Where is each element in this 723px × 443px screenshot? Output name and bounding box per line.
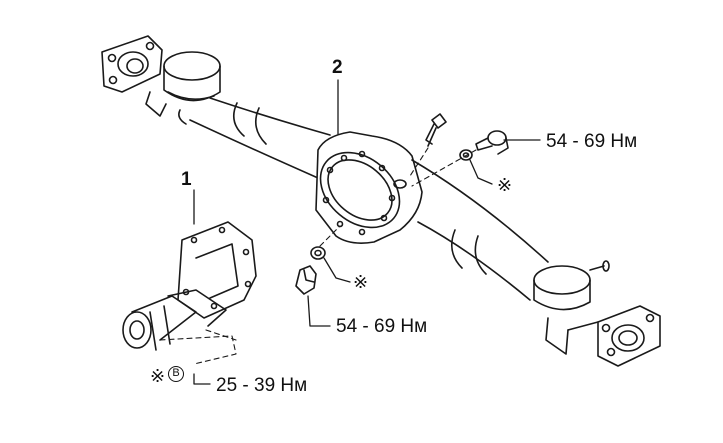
- right-axle-tube: [411, 159, 549, 301]
- differential-banjo: [315, 131, 423, 244]
- upper-drain-plug: [475, 130, 509, 155]
- leader-upper-gasket: [469, 159, 493, 185]
- upper-plug-torque: 54 - 69 Нм: [546, 131, 638, 152]
- replace-mark-upper: ※: [497, 175, 513, 195]
- sealant-mark-b: B: [168, 366, 184, 382]
- leader-lines: [193, 79, 541, 385]
- dashed-assembly-lines: [159, 147, 477, 365]
- right-flange: [545, 305, 661, 367]
- lower-gasket: [310, 246, 326, 260]
- leader-lower-gasket: [323, 257, 351, 283]
- part-number-2: 2: [332, 57, 343, 78]
- left-axle-tube: [178, 97, 331, 179]
- replace-mark-lower: ※: [353, 272, 369, 292]
- lower-plug-torque: 54 - 69 Нм: [336, 316, 428, 337]
- axle-housing: [101, 35, 661, 367]
- leader-carrier-torque: [193, 373, 211, 385]
- part-number-1: 1: [181, 169, 192, 190]
- upper-gasket: [459, 149, 473, 161]
- breather-valve: [425, 113, 447, 147]
- carrier-bolts-torque: 25 - 39 Нм: [216, 375, 308, 396]
- lower-filler-plug: [295, 265, 317, 295]
- leader-lower-torque: [307, 295, 331, 327]
- replace-mark-carrier: ※: [150, 366, 166, 386]
- sealant-mark-letter: B: [172, 367, 180, 379]
- left-flange: [101, 35, 163, 93]
- right-spring-seat: [533, 260, 610, 311]
- differential-carrier: [122, 221, 257, 351]
- left-spring-seat: [145, 51, 221, 117]
